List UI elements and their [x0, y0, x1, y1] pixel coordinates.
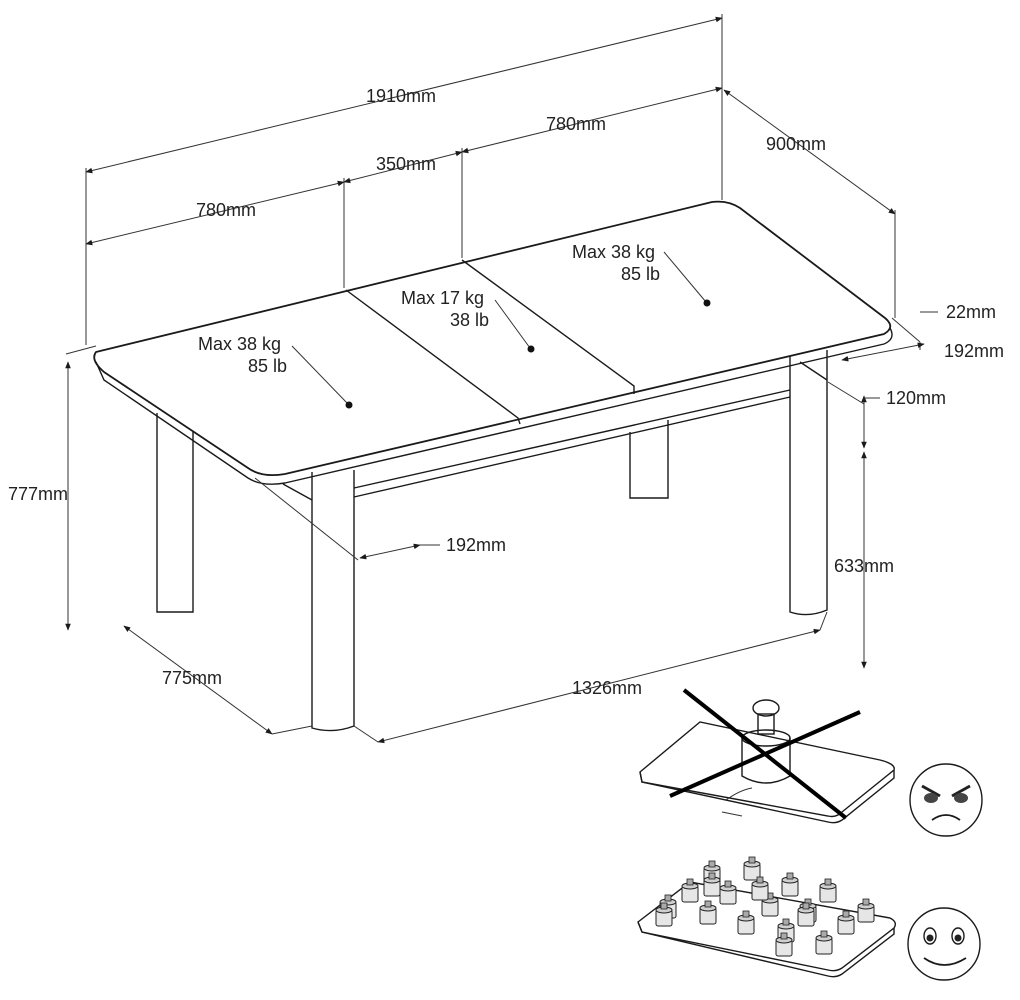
table-drawing	[93, 200, 893, 732]
label-apron-height: 120mm	[886, 388, 946, 408]
weights-group	[655, 856, 875, 957]
smiley-face-icon	[907, 907, 981, 981]
angry-face-icon	[909, 763, 983, 837]
load-right-kg: Max 38 kg	[572, 242, 655, 262]
leg-front-right	[789, 350, 828, 616]
load-labels: Max 38 kg 85 lb Max 17 kg 38 lb Max 38 k…	[198, 242, 660, 376]
load-left-kg: Max 38 kg	[198, 334, 281, 354]
label-leg-span-length: 1326mm	[572, 678, 642, 698]
leaf-joint-left	[345, 289, 521, 425]
leg-front-left	[311, 470, 355, 732]
label-leaf-middle: 350mm	[376, 154, 436, 174]
load-left-lb: 85 lb	[248, 356, 287, 376]
concentrated-weight-icon	[639, 688, 895, 824]
label-leaf-right: 780mm	[546, 114, 606, 134]
dimension-labels: 1910mm 780mm 350mm 780mm 900mm 22mm 192m…	[8, 86, 1004, 698]
leg-back-left	[156, 413, 194, 613]
apron-side	[282, 361, 828, 501]
label-overhang-right: 192mm	[944, 341, 1004, 361]
label-leg-span-depth: 775mm	[162, 668, 222, 688]
label-overhang-front: 192mm	[446, 535, 506, 555]
label-total-length: 1910mm	[366, 86, 436, 106]
load-middle-lb: 38 lb	[450, 310, 489, 330]
label-width: 900mm	[766, 134, 826, 154]
leaf-joint-right	[461, 259, 635, 394]
load-middle-kg: Max 17 kg	[401, 288, 484, 308]
load-pointers	[291, 251, 711, 409]
distributed-weights-icon	[637, 856, 897, 978]
apron-front	[353, 389, 791, 498]
dimension-lines	[65, 14, 938, 744]
label-top-thickness: 22mm	[946, 302, 996, 322]
label-total-height: 777mm	[8, 484, 68, 504]
table-top-edge	[95, 327, 893, 485]
load-right-lb: 85 lb	[621, 264, 660, 284]
label-leaf-left: 780mm	[196, 200, 256, 220]
leg-back-right	[629, 420, 669, 499]
label-leg-clearance: 633mm	[834, 556, 894, 576]
